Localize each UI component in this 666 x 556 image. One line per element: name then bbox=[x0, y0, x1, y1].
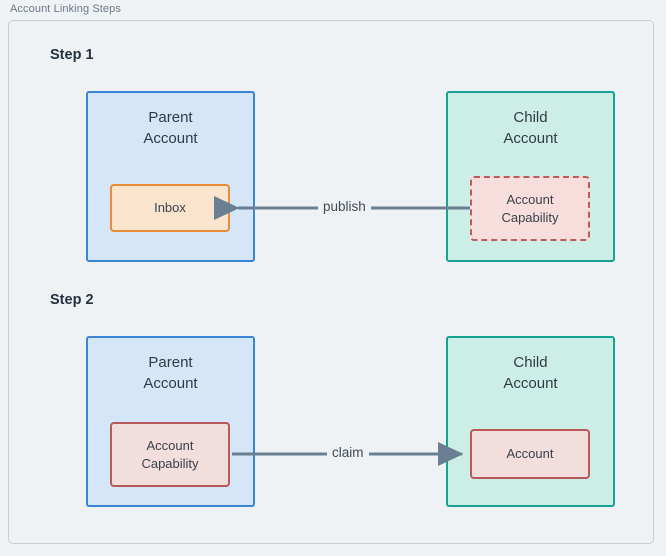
step-1-heading: Step 1 bbox=[50, 47, 94, 63]
step-2-child-account-title: Child Account bbox=[503, 354, 558, 392]
step-1-child-account-title: Child Account bbox=[503, 109, 558, 147]
step-2-account-capability-box[interactable]: Account Capability bbox=[110, 422, 230, 487]
publish-edge-label: publish bbox=[318, 199, 371, 214]
step-2-child-account-box[interactable]: Child Account bbox=[446, 336, 615, 507]
step-1-parent-account-box[interactable]: Parent Account bbox=[86, 91, 255, 262]
step-2-parent-account-title: Parent Account bbox=[143, 354, 198, 392]
claim-edge-label: claim bbox=[327, 445, 369, 460]
frame-title: Account Linking Steps bbox=[10, 3, 121, 15]
step-2-account-box[interactable]: Account bbox=[470, 429, 590, 479]
step-1-parent-account-title: Parent Account bbox=[143, 109, 198, 147]
step-1-account-capability-box[interactable]: Account Capability bbox=[470, 176, 590, 241]
step-1-inbox-box[interactable]: Inbox bbox=[110, 184, 230, 232]
step-2-heading: Step 2 bbox=[50, 292, 94, 308]
